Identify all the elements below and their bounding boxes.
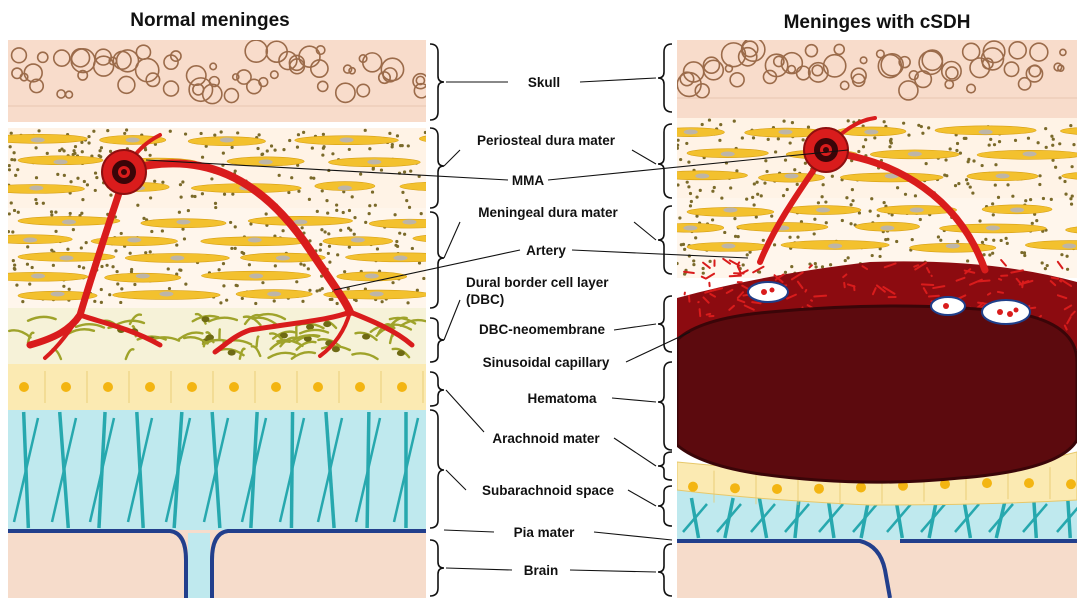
label-dbc-line2: (DBC) — [466, 292, 504, 307]
label-meningeal-dura: Meningeal dura mater — [478, 205, 618, 220]
label-subarachnoid-space: Subarachnoid space — [482, 483, 615, 498]
right-panel-title: Meninges with cSDH — [784, 12, 971, 33]
csdh-meninges-panel — [657, 38, 1081, 598]
mma-vessel — [804, 128, 848, 172]
label-brain: Brain — [524, 563, 559, 578]
mma-vessel — [102, 150, 146, 194]
label-artery: Artery — [526, 243, 566, 258]
label-dbc-line1: Dural border cell layer — [466, 275, 609, 290]
label-pia-mater: Pia mater — [514, 525, 576, 540]
label-dbc-neomembrane: DBC-neomembrane — [479, 322, 606, 337]
left-panel-title: Normal meninges — [130, 10, 289, 31]
label-periosteal-dura: Periosteal dura mater — [477, 133, 616, 148]
hematoma — [677, 306, 1077, 482]
labels: Skull Periosteal dura mater MMA Meningea… — [466, 75, 619, 578]
label-mma: MMA — [512, 173, 544, 188]
label-sinusoidal-capillary: Sinusoidal capillary — [483, 355, 610, 370]
skull-layer — [8, 40, 426, 122]
left-brackets — [430, 44, 444, 596]
label-hematoma: Hematoma — [527, 391, 597, 406]
label-arachnoid-mater: Arachnoid mater — [492, 431, 600, 446]
label-skull: Skull — [528, 75, 560, 90]
normal-meninges-panel — [0, 40, 505, 598]
right-brackets — [658, 44, 672, 596]
